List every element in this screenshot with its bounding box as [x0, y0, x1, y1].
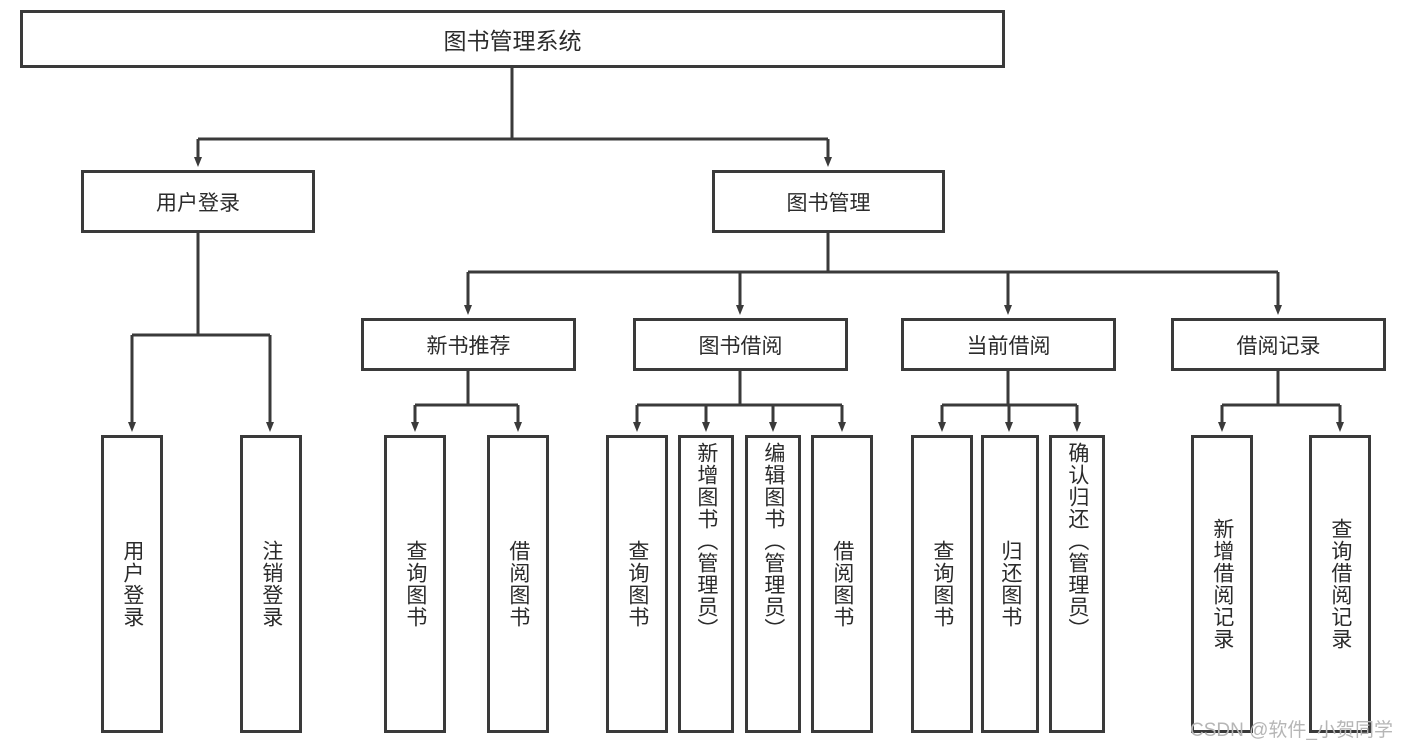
- leaf-records-query-record[interactable]: 查询借阅记录: [1309, 435, 1371, 733]
- leaf-label: 注销登录: [259, 540, 283, 628]
- leaf-current-confirm-return[interactable]: 确认归还（管理员）: [1049, 435, 1105, 733]
- leaf-label: 新增图书（管理员）: [694, 442, 718, 640]
- watermark-csdn: CSDN @软件_小贺同学: [1190, 720, 1393, 741]
- node-root-label: 图书管理系统: [443, 28, 582, 54]
- leaf-label: 查询图书: [930, 540, 954, 628]
- leaf-new-book-query[interactable]: 查询图书: [384, 435, 446, 733]
- node-new-book-recommend-label: 新书推荐: [426, 334, 511, 358]
- leaf-label: 查询图书: [403, 540, 427, 628]
- leaf-records-add-record[interactable]: 新增借阅记录: [1191, 435, 1253, 733]
- node-user-login[interactable]: 用户登录: [81, 170, 315, 233]
- leaf-new-book-borrow[interactable]: 借阅图书: [487, 435, 549, 733]
- node-borrow-records[interactable]: 借阅记录: [1171, 318, 1386, 371]
- node-new-book-recommend[interactable]: 新书推荐: [361, 318, 576, 371]
- leaf-user-login-logout[interactable]: 注销登录: [240, 435, 302, 733]
- leaf-label: 新增借阅记录: [1210, 518, 1234, 650]
- node-current-borrow[interactable]: 当前借阅: [901, 318, 1116, 371]
- node-user-login-label: 用户登录: [156, 191, 240, 215]
- leaf-current-query-book[interactable]: 查询图书: [911, 435, 973, 733]
- node-borrow-records-label: 借阅记录: [1236, 334, 1321, 358]
- leaf-label: 用户登录: [120, 540, 144, 628]
- leaf-user-login-login[interactable]: 用户登录: [101, 435, 163, 733]
- node-book-borrow[interactable]: 图书借阅: [633, 318, 848, 371]
- leaf-borrow-edit-book[interactable]: 编辑图书（管理员）: [745, 435, 801, 733]
- leaf-label: 归还图书: [998, 540, 1022, 628]
- node-current-borrow-label: 当前借阅: [966, 334, 1051, 358]
- leaf-label: 借阅图书: [830, 540, 854, 628]
- leaf-borrow-add-book[interactable]: 新增图书（管理员）: [678, 435, 734, 733]
- leaf-borrow-query-book[interactable]: 查询图书: [606, 435, 668, 733]
- leaf-label: 查询借阅记录: [1328, 518, 1352, 650]
- node-book-management[interactable]: 图书管理: [712, 170, 945, 233]
- node-root[interactable]: 图书管理系统: [20, 10, 1005, 68]
- leaf-current-return-book[interactable]: 归还图书: [981, 435, 1039, 733]
- leaf-label: 确认归还（管理员）: [1065, 442, 1089, 640]
- leaf-label: 查询图书: [625, 540, 649, 628]
- node-book-borrow-label: 图书借阅: [698, 334, 783, 358]
- leaf-label: 编辑图书（管理员）: [761, 442, 785, 640]
- leaf-borrow-borrow-book[interactable]: 借阅图书: [811, 435, 873, 733]
- node-book-management-label: 图书管理: [786, 191, 871, 215]
- leaf-label: 借阅图书: [506, 540, 530, 628]
